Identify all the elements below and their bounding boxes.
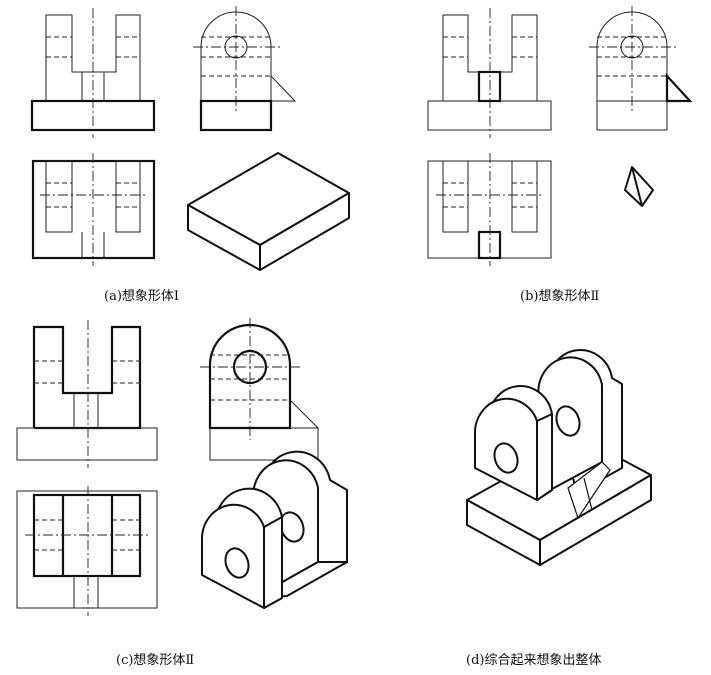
panel-b-top-view xyxy=(427,153,552,266)
panel-d xyxy=(466,349,652,566)
panel-a-front-view xyxy=(30,8,156,138)
panel-a xyxy=(30,6,350,271)
panel-b-front-view xyxy=(427,8,552,138)
panel-b xyxy=(427,6,693,266)
panel-a-side-view xyxy=(193,6,297,132)
panel-d-iso-assembly xyxy=(466,349,652,566)
caption-d: (d)综合起来想象出整体 xyxy=(466,653,602,668)
panel-a-iso-block xyxy=(187,152,350,271)
caption-a: (a)想象形体Ⅰ xyxy=(104,289,180,304)
panel-b-side-view xyxy=(589,6,693,131)
panel-c xyxy=(16,318,348,616)
caption-b: (b)想象形体Ⅱ xyxy=(520,289,600,304)
panel-b-iso-wedge xyxy=(624,166,654,207)
panel-c-top-view xyxy=(16,486,158,616)
panel-a-top-view xyxy=(31,153,156,266)
panel-c-iso-support xyxy=(200,450,348,609)
caption-c: (c)想象形体Ⅱ xyxy=(116,653,195,668)
panel-c-side-view xyxy=(200,318,320,461)
panel-c-front-view xyxy=(16,320,158,468)
